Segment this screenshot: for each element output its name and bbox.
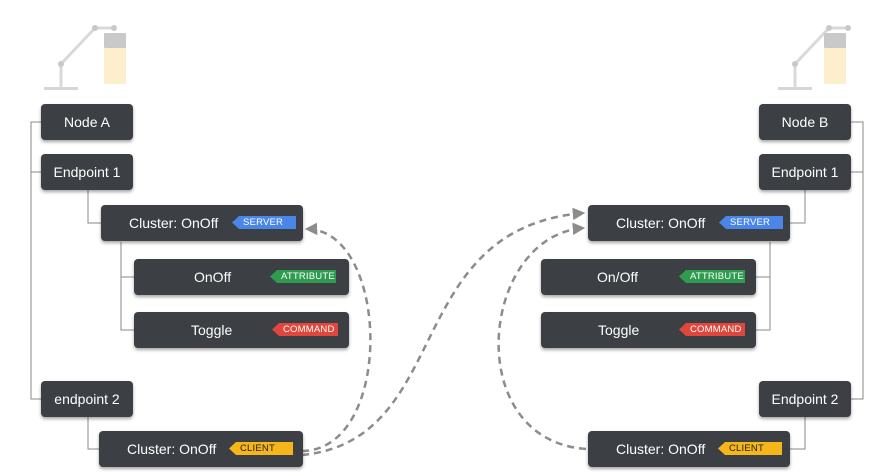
client-tag: CLIENT bbox=[229, 442, 293, 455]
node-b-client-cluster-box: Cluster: OnOff CLIENT bbox=[588, 431, 790, 467]
endpoint-label: endpoint 2 bbox=[54, 391, 120, 407]
node-a-box: Node A bbox=[41, 104, 133, 140]
left-tree-lines bbox=[30, 121, 134, 450]
desk-lamp-icon bbox=[778, 25, 851, 90]
attribute-tag: ATTRIBUTE bbox=[679, 270, 745, 283]
cluster-label: Cluster: OnOff bbox=[127, 441, 217, 457]
command-label: Toggle bbox=[191, 322, 233, 338]
node-a-attribute-box: OnOff ATTRIBUTE bbox=[134, 259, 349, 295]
node-a-endpoint-2-box: endpoint 2 bbox=[41, 381, 133, 417]
node-label: Node B bbox=[781, 114, 829, 130]
attribute-label: OnOff bbox=[194, 269, 232, 285]
command-label: Toggle bbox=[598, 322, 640, 338]
node-a-command-box: Toggle COMMAND bbox=[134, 312, 349, 348]
remote-client-to-server-arrow bbox=[497, 222, 587, 451]
endpoint-label: Endpoint 2 bbox=[771, 391, 839, 407]
attribute-tag: ATTRIBUTE bbox=[270, 270, 336, 283]
command-tag: COMMAND bbox=[679, 323, 745, 336]
cluster-label: Cluster: OnOff bbox=[616, 441, 706, 457]
endpoint-label: Endpoint 1 bbox=[53, 164, 121, 180]
client-to-remote-server-arrow-upper bbox=[301, 207, 586, 457]
node-b-server-cluster-box: Cluster: OnOff SERVER bbox=[588, 205, 790, 241]
desk-lamp-icon bbox=[44, 25, 126, 90]
endpoint-label: Endpoint 1 bbox=[771, 164, 839, 180]
node-a-server-cluster-box: Cluster: OnOff SERVER bbox=[101, 205, 303, 241]
right-tree-lines bbox=[756, 121, 864, 450]
node-a-endpoint-1-box: Endpoint 1 bbox=[41, 154, 133, 190]
node-b-endpoint-2-box: Endpoint 2 bbox=[759, 381, 851, 417]
node-b-command-box: Toggle COMMAND bbox=[541, 312, 756, 348]
node-b-attribute-box: On/Off ATTRIBUTE bbox=[541, 259, 756, 295]
command-tag: COMMAND bbox=[272, 323, 338, 336]
server-tag: SERVER bbox=[719, 216, 783, 229]
server-tag: SERVER bbox=[232, 216, 296, 229]
client-to-local-server-arrow bbox=[301, 222, 372, 453]
cluster-label: Cluster: OnOff bbox=[129, 215, 219, 231]
cluster-label: Cluster: OnOff bbox=[616, 215, 706, 231]
node-label: Node A bbox=[64, 114, 110, 130]
attribute-label: On/Off bbox=[597, 269, 638, 285]
node-b-endpoint-1-box: Endpoint 1 bbox=[759, 154, 851, 190]
node-b-box: Node B bbox=[759, 104, 851, 140]
client-tag: CLIENT bbox=[718, 442, 782, 455]
node-a-client-cluster-box: Cluster: OnOff CLIENT bbox=[99, 431, 303, 467]
